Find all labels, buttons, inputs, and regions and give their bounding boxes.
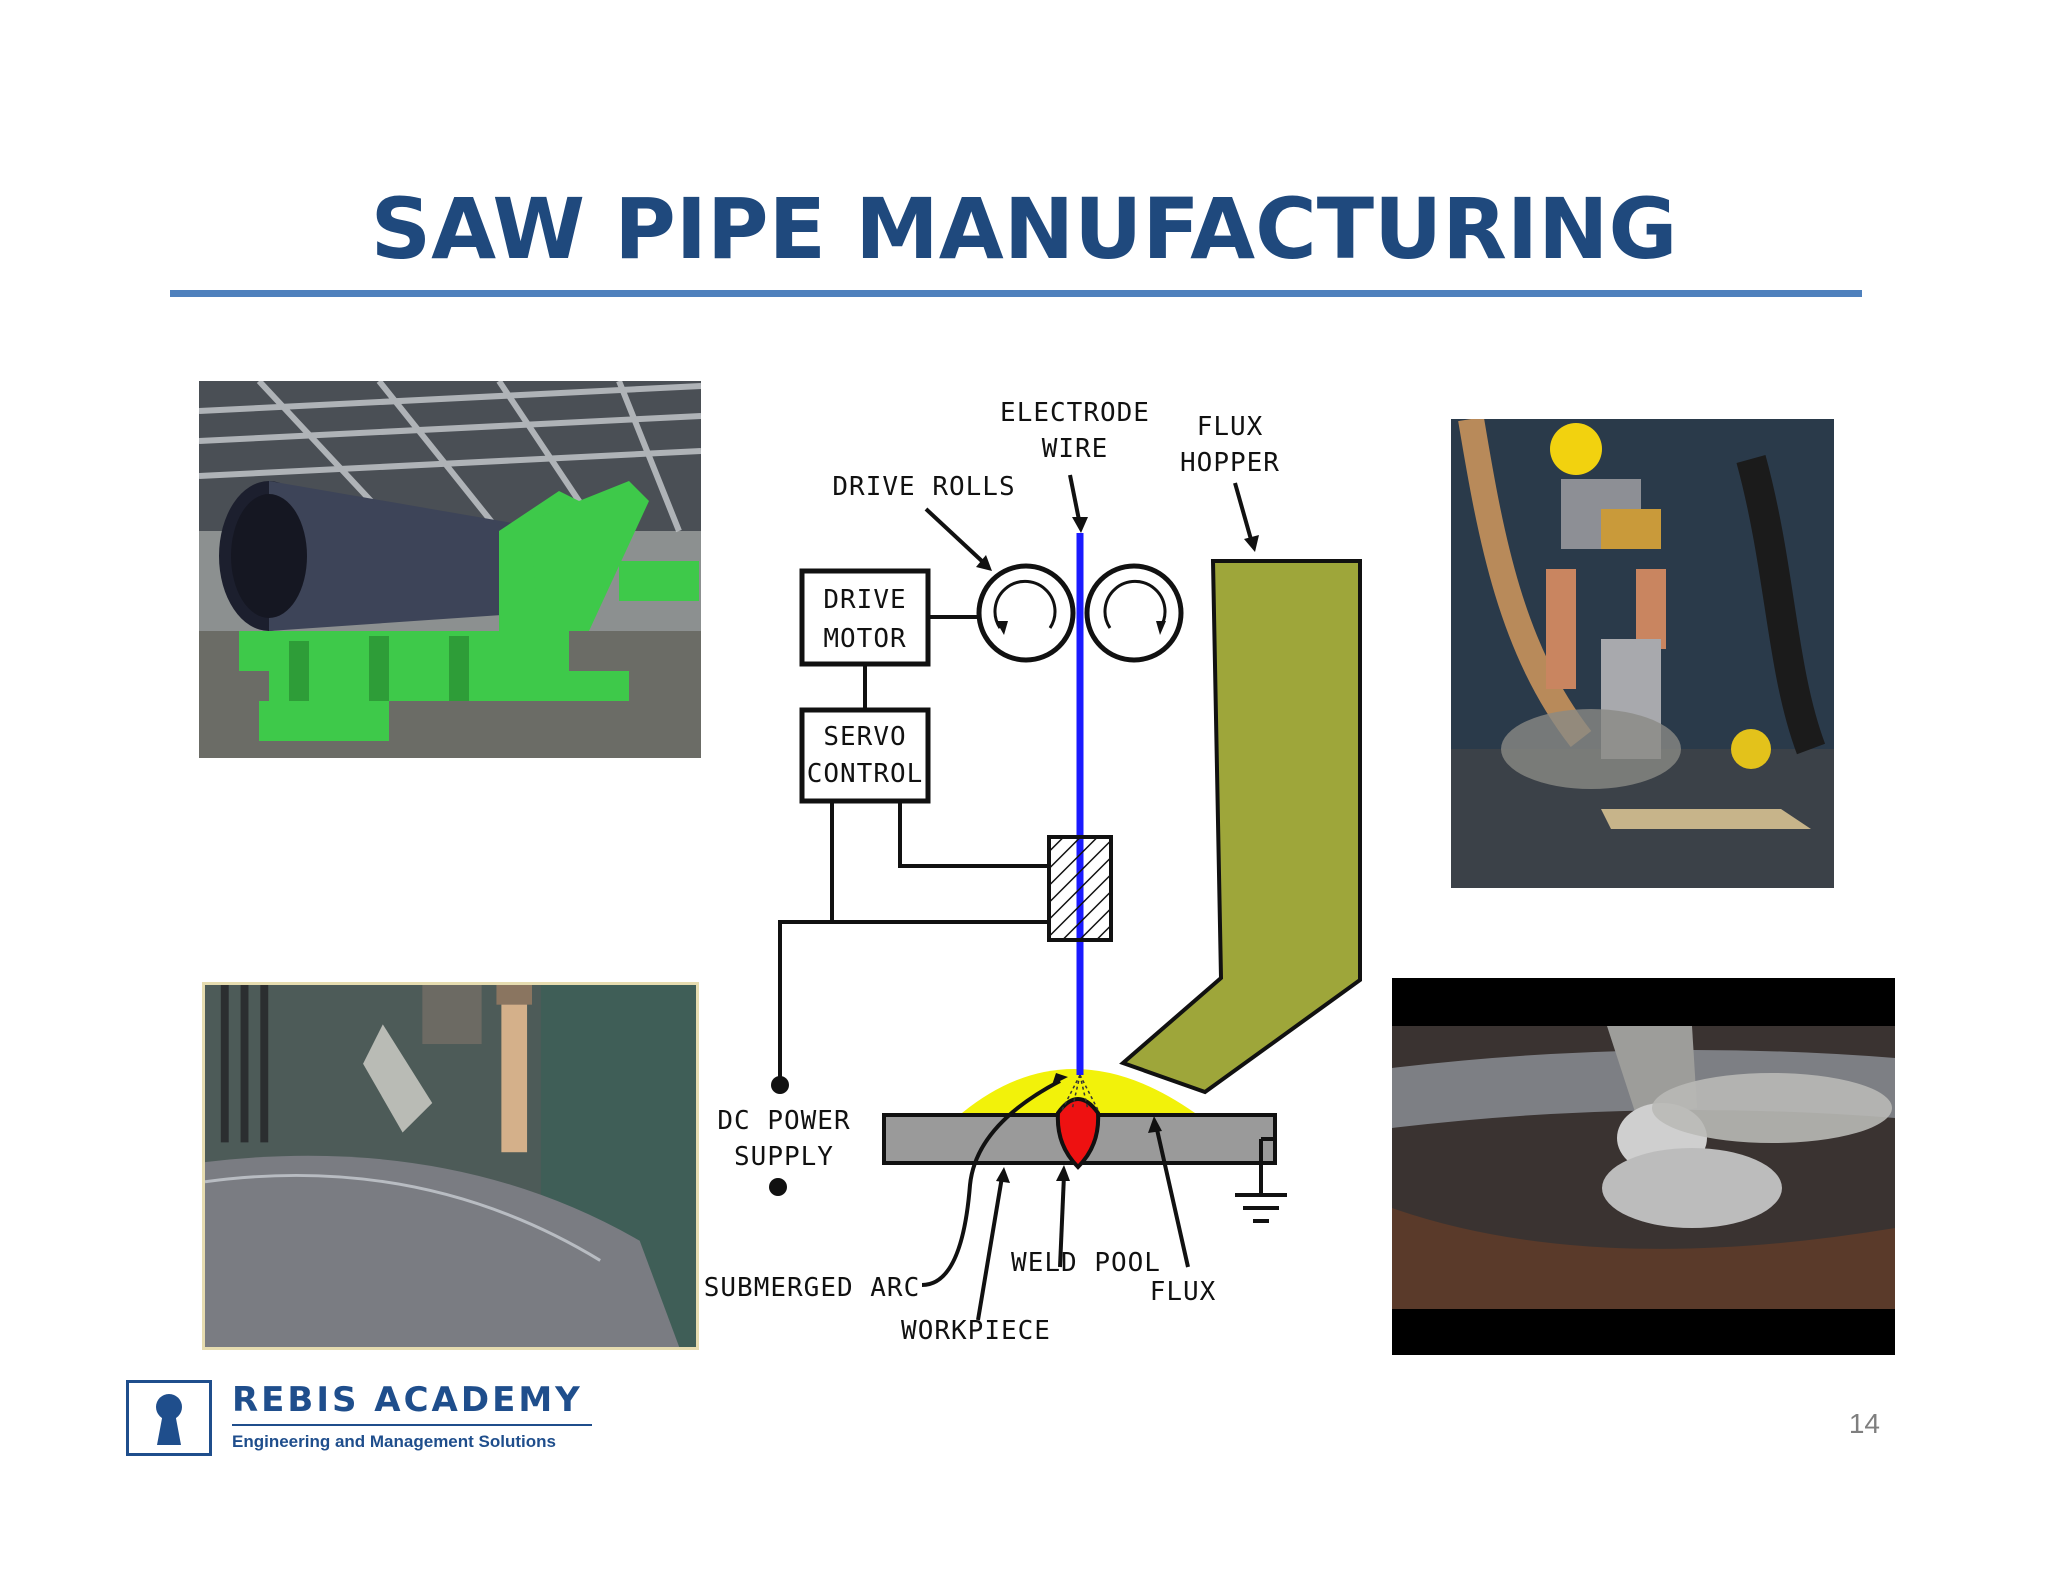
label-flux-hopper-1: FLUX bbox=[1197, 412, 1264, 442]
contact-tube bbox=[1047, 835, 1113, 942]
servo-control-box bbox=[799, 707, 931, 804]
rebis-academy-logo: REBIS ACADEMY Engineering and Management… bbox=[126, 1380, 596, 1460]
spiral-pipe-mill-photo bbox=[199, 381, 701, 758]
label-drive-motor-2: MOTOR bbox=[823, 624, 906, 654]
label-servo-control-1: SERVO bbox=[823, 722, 906, 752]
keyhole-icon bbox=[156, 1394, 182, 1445]
flux-hopper bbox=[1119, 559, 1362, 1095]
logo-name: REBIS ACADEMY bbox=[232, 1380, 583, 1420]
logo-divider bbox=[232, 1424, 592, 1426]
pipe-seam-welding-photo bbox=[202, 982, 699, 1350]
label-submerged-arc: SUBMERGED ARC bbox=[704, 1273, 921, 1303]
label-dc-power-2: SUPPLY bbox=[734, 1142, 834, 1172]
label-servo-control-2: CONTROL bbox=[807, 759, 924, 789]
label-workpiece: WORKPIECE bbox=[901, 1316, 1051, 1346]
slide-title: SAW PIPE MANUFACTURING bbox=[370, 180, 1678, 278]
label-flux-hopper-2: HOPPER bbox=[1180, 448, 1280, 478]
saw-weld-head-photo bbox=[1451, 419, 1834, 888]
flux-mound bbox=[962, 1069, 1195, 1113]
page-number: 14 bbox=[1848, 1408, 1880, 1439]
weld-pool bbox=[1055, 1097, 1101, 1170]
saw-process-diagram: ELECTRODE WIRE FLUX HOPPER DRIVE ROLLS D… bbox=[700, 385, 1380, 1350]
label-electrode-wire-1: ELECTRODE bbox=[1000, 398, 1150, 428]
logo-mark bbox=[126, 1380, 212, 1456]
label-electrode-wire-2: WIRE bbox=[1042, 434, 1109, 464]
label-flux: FLUX bbox=[1150, 1277, 1217, 1307]
label-drive-motor-1: DRIVE bbox=[823, 585, 906, 615]
logo-tagline: Engineering and Management Solutions bbox=[232, 1432, 556, 1451]
flux-nozzle-photo bbox=[1392, 978, 1895, 1355]
label-drive-rolls: DRIVE ROLLS bbox=[832, 472, 1015, 502]
title-underline bbox=[170, 290, 1862, 297]
label-dc-power-1: DC POWER bbox=[717, 1106, 850, 1136]
label-weld-pool: WELD POOL bbox=[1011, 1248, 1161, 1278]
